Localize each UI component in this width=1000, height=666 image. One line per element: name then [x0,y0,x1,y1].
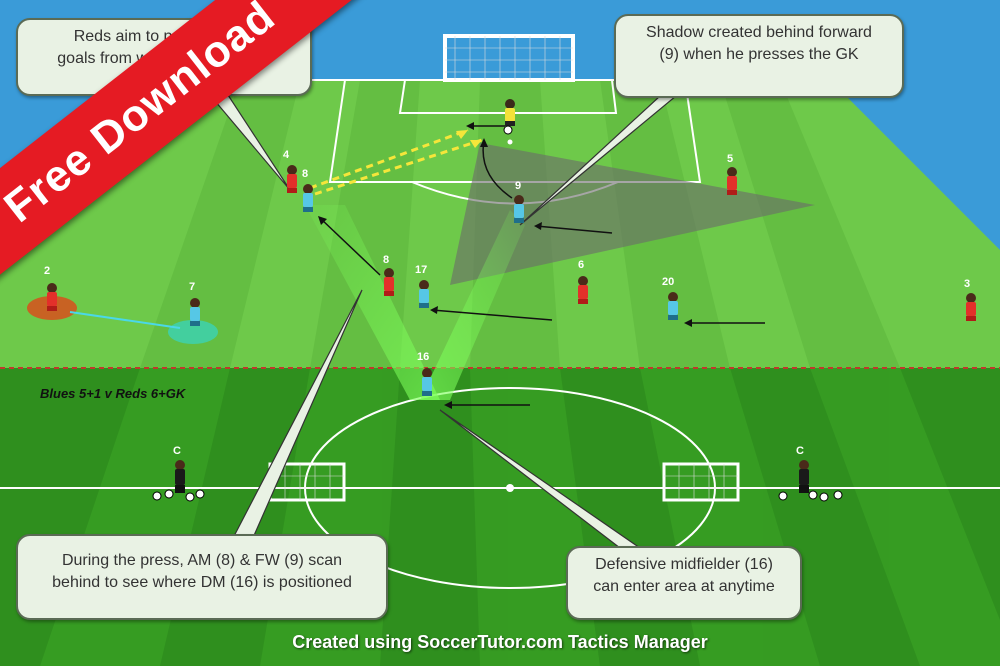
player-number: 17 [415,264,427,276]
highlight-blue-7 [168,320,218,344]
marking-line [69,311,181,329]
shadow-area [450,143,815,285]
player-number: 20 [662,276,674,288]
player-number: 5 [727,153,733,165]
callout-top-right: Shadow created behind forward (9) when h… [614,14,904,98]
player-number: 9 [515,180,521,192]
player-number: 6 [578,259,584,271]
callout-text: Defensive midfielder (16) [595,556,773,573]
callout-bottom-left: During the press, AM (8) & FW (9) scan b… [16,534,388,620]
balls-left [152,489,205,502]
coach-label: C [796,445,804,457]
player-number: 2 [44,265,50,277]
player-number: 8 [383,254,389,266]
callout-pointers [208,94,678,549]
blue-player-17[interactable]: 17 [415,264,429,308]
blue-player-20[interactable]: 20 [662,276,678,320]
red-player-2[interactable]: 2 [44,265,57,311]
player-number: 4 [283,149,290,161]
callout-text: can enter area at anytime [593,578,775,595]
player-number: 8 [302,168,308,180]
blue-player-16[interactable]: 16 [417,351,432,396]
player-number: 16 [417,351,429,363]
credit-text: Created using SoccerTutor.com Tactics Ma… [292,632,708,652]
blue-player-8[interactable]: 8 [302,168,313,212]
drill-subtitle: Blues 5+1 v Reds 6+GK [40,386,186,401]
red-player-3[interactable]: 3 [964,278,976,321]
vision-cone-am [305,205,440,400]
blue-player-7[interactable]: 7 [189,281,200,326]
coach-left[interactable]: C [173,445,185,493]
callout-text: (9) when he presses the GK [659,46,859,63]
player-number: 3 [964,278,970,290]
pass-lines [309,128,483,196]
callout-text: Shadow created behind forward [646,24,872,41]
coach-label: C [173,445,181,457]
goalkeeper[interactable] [503,99,515,135]
red-player-6[interactable]: 6 [578,259,588,304]
player-number: 7 [189,281,195,293]
mini-goal-right [662,462,740,502]
callout-text: behind to see where DM (16) is positione… [52,574,352,591]
red-player-4[interactable]: 4 [283,149,297,193]
red-player-8[interactable]: 8 [383,254,394,296]
pass-arrowhead [470,140,482,148]
penalty-spot [507,139,513,145]
callout-text: During the press, AM (8) & FW (9) scan [61,552,343,569]
center-spot [506,484,514,492]
arrowheads [318,122,692,409]
red-player-5[interactable]: 5 [727,153,737,195]
vision-cone-fw [420,210,525,400]
main-goal [443,34,575,82]
blue-player-9[interactable]: 9 [514,180,524,223]
coach-right[interactable]: C [796,445,809,493]
balls-right [778,490,843,502]
players-layer: 4 5 2 8 [44,99,976,502]
callout-bottom-right: Defensive midfielder (16) can enter area… [566,546,802,620]
pass-arrowhead [456,130,468,139]
